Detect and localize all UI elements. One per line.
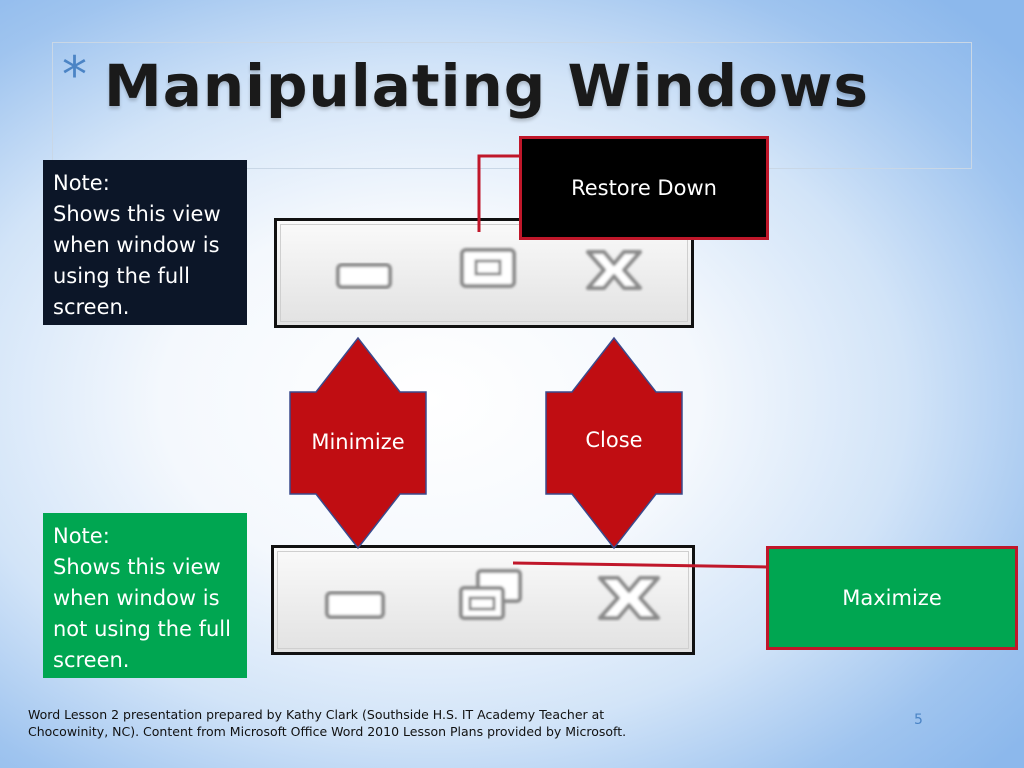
restore-icon[interactable] xyxy=(460,248,516,288)
slide-title: Manipulating Windows xyxy=(104,52,870,120)
title-frame xyxy=(52,42,972,169)
close-arrow xyxy=(545,336,683,550)
minimize-label: Minimize xyxy=(311,430,405,454)
title-bullet: * xyxy=(62,46,87,104)
note-heading: Note: xyxy=(53,171,110,195)
restore-connector-line xyxy=(477,154,521,232)
close-icon[interactable] xyxy=(598,576,660,620)
maximize-callout: Maximize xyxy=(766,546,1018,650)
slide-footer: Word Lesson 2 presentation prepared by K… xyxy=(28,707,627,739)
page-number: 5 xyxy=(914,712,923,728)
note-box-not-full-screen: Note: Shows this view when window is not… xyxy=(43,513,247,678)
note-text: Shows this view when window is not using… xyxy=(53,555,231,672)
minimize-icon[interactable] xyxy=(325,591,385,619)
close-icon[interactable] xyxy=(586,250,642,290)
note-text: Shows this view when window is using the… xyxy=(53,202,221,319)
note-box-full-screen: Note: Shows this view when window is usi… xyxy=(43,160,247,325)
minimize-icon[interactable] xyxy=(336,263,392,289)
note-heading: Note: xyxy=(53,524,110,548)
minimize-arrow xyxy=(289,336,427,550)
restore-down-callout: Restore Down xyxy=(519,136,769,240)
maximize-restore-icon[interactable] xyxy=(459,569,522,620)
close-label: Close xyxy=(585,428,643,452)
maximize-connector-line xyxy=(512,561,769,569)
